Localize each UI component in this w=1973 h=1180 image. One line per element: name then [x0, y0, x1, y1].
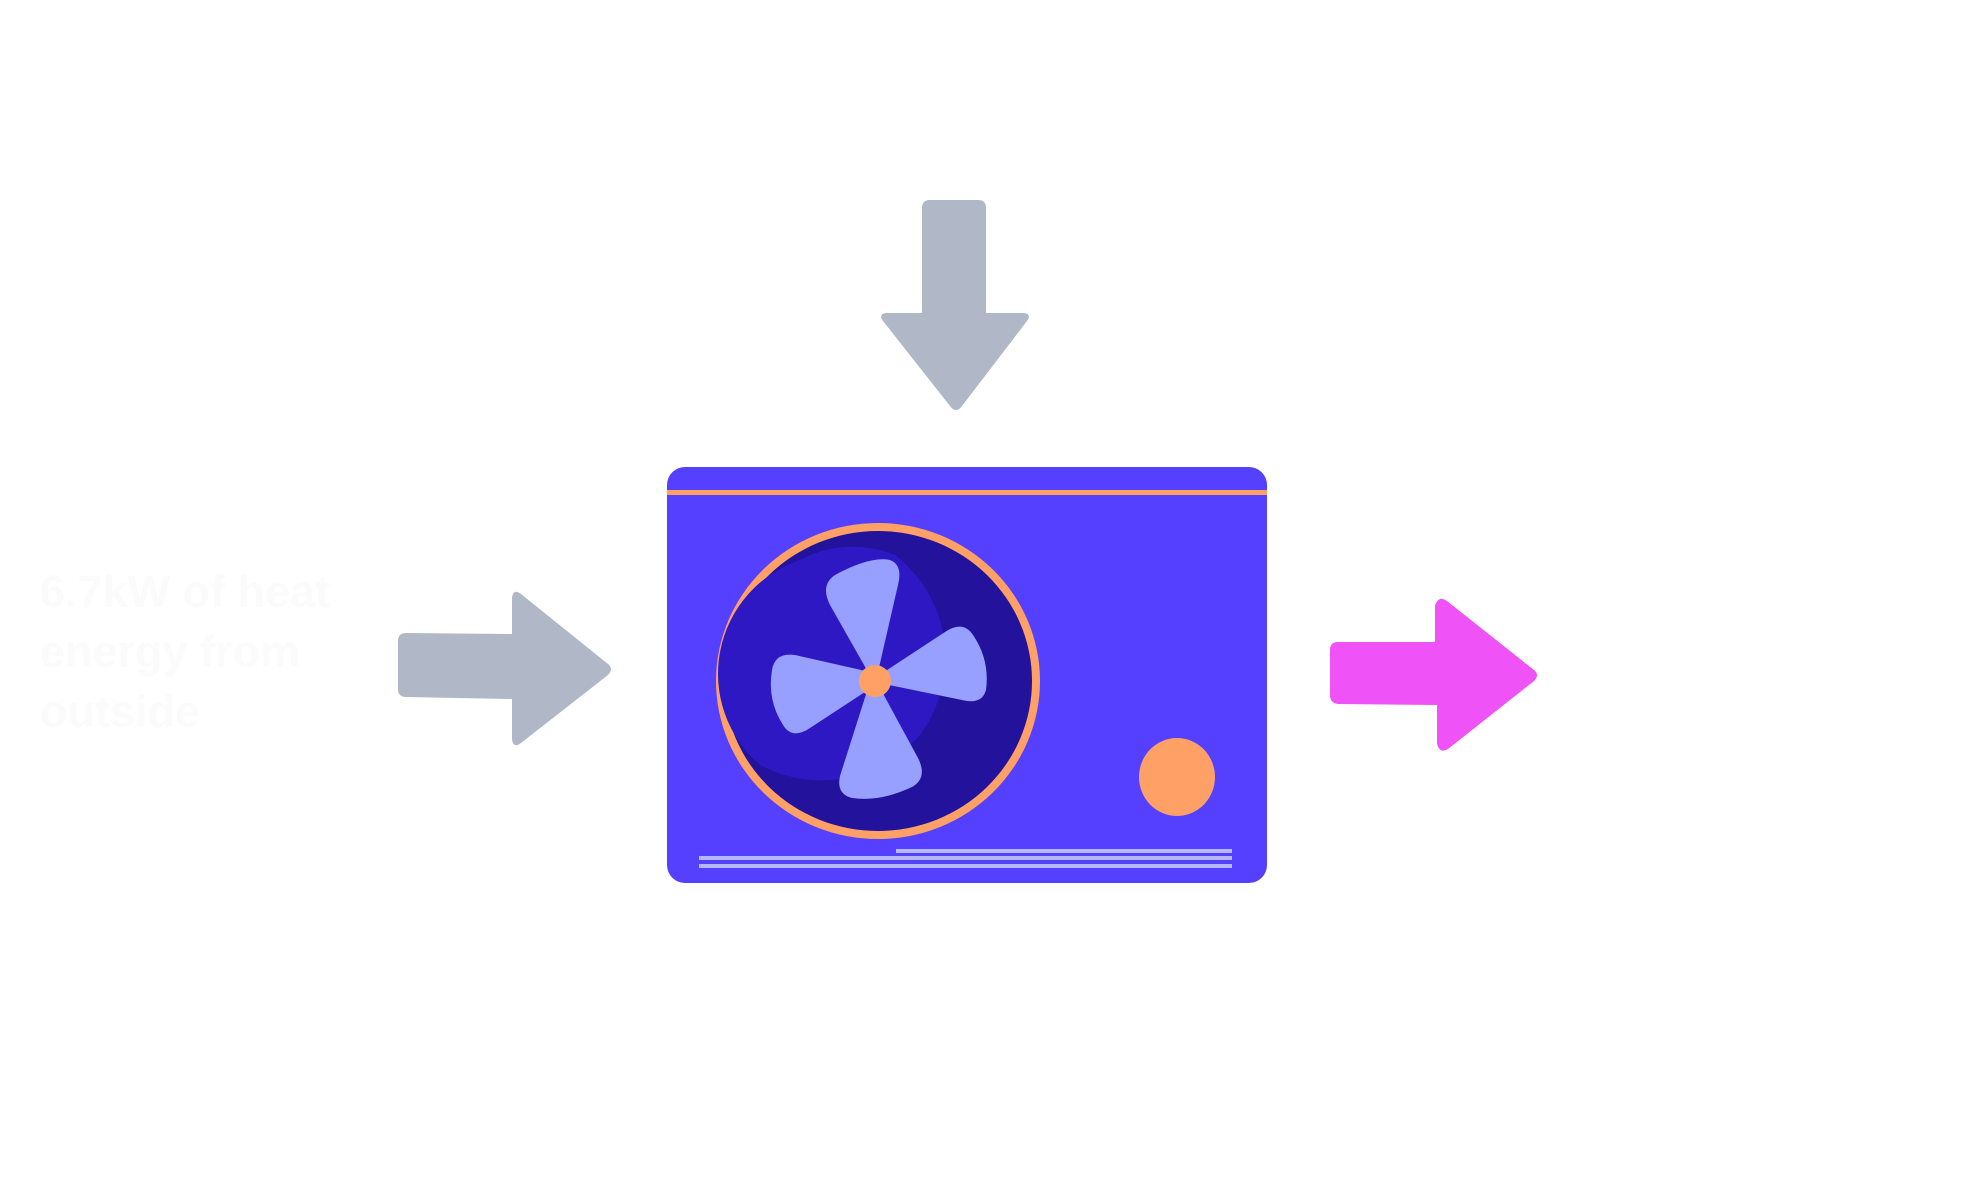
outside-heat-arrow-icon: [398, 591, 611, 746]
fan-blade-left: [770, 654, 870, 734]
fan-blade-top: [826, 559, 900, 672]
input-energy-label-line-3: outside: [40, 686, 201, 737]
heat-pump-unit: [667, 467, 1267, 883]
input-energy-label-line-1: 6.7kW of heat: [40, 566, 331, 617]
output-heat-arrow-icon: [1330, 598, 1537, 751]
unit-indicator-knob: [1139, 738, 1215, 816]
vent-line-2: [699, 856, 1232, 860]
fan-icon: [716, 523, 1040, 839]
vent-line-3: [699, 864, 1232, 868]
fan-blade-right: [884, 626, 987, 702]
unit-top-stripe: [667, 490, 1267, 495]
top-input-arrow-icon: [881, 200, 1029, 410]
input-energy-label: 6.7kW of heat energy from outside: [40, 562, 420, 742]
vent-line-1: [896, 849, 1232, 853]
fan-hub: [859, 665, 891, 697]
fan-blade-bottom: [839, 688, 922, 799]
input-energy-label-line-2: energy from: [40, 626, 301, 677]
